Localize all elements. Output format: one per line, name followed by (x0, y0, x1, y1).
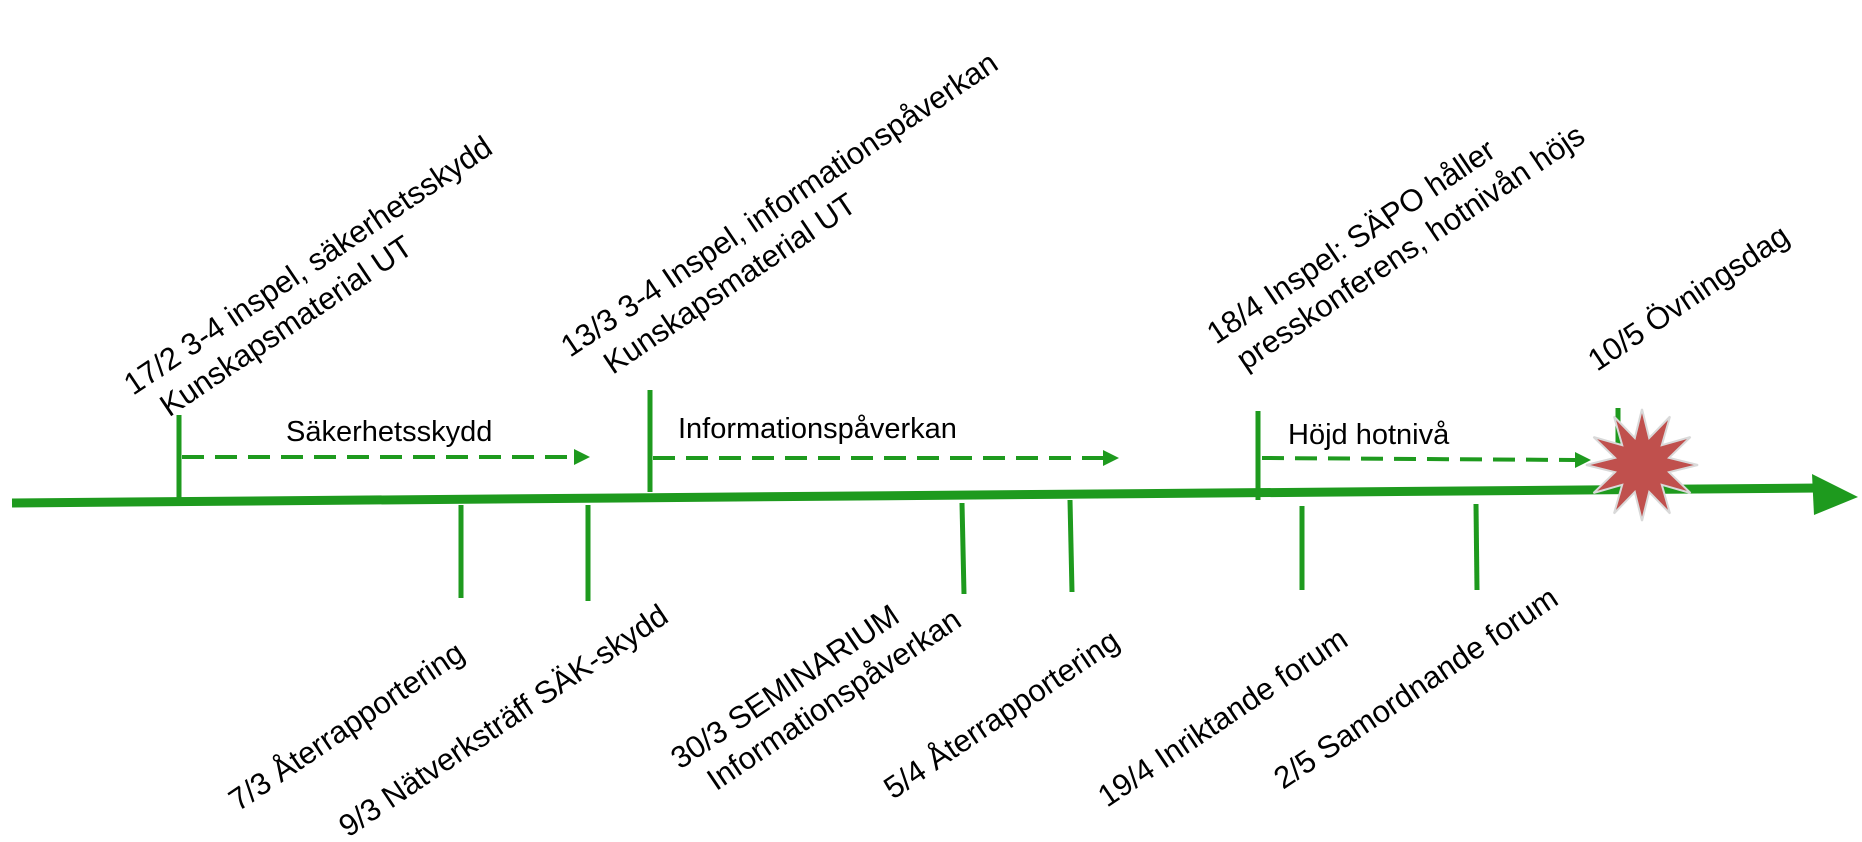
lower-tick-30-3 (959, 502, 967, 595)
phase-arrow-hojd-hotniva (1261, 456, 1576, 462)
phase-label-sakerhetsskydd: Säkerhetsskydd (286, 416, 492, 448)
event-label-2-5: 2/5 Samordnande forum (1267, 580, 1564, 796)
event-label-19-4: 19/4 Inriktande forum (1091, 621, 1353, 814)
phase-arrowhead-icon (1103, 450, 1119, 466)
event-label-13-3: 13/3 3-4 Inspel, informationspåverkan Ku… (554, 40, 1032, 395)
event-label-10-5-line-1: 10/5 Övningsdag (1581, 218, 1795, 378)
event-label-18-4-line-2: presskonferens, hotnivån höjs (1230, 117, 1591, 376)
event-label-10-5: 10/5 Övningsdag (1581, 218, 1795, 378)
phase-arrows (182, 455, 1576, 462)
event-label-18-4: 18/4 Inspel: SÄPO håller presskonferens,… (1200, 86, 1591, 382)
phase-label-hojd-hotniva: Höjd hotnivå (1288, 419, 1450, 451)
event-label-13-3-line-1: 13/3 3-4 Inspel, informationspåverkan (554, 45, 1004, 364)
phase-label-informationspaverkan: Informationspåverkan (678, 413, 957, 445)
lower-tick-2-5 (1473, 503, 1480, 591)
event-label-17-2-line-1: 17/2 3-4 inspel, säkerhetsskydd (117, 129, 498, 402)
main-timeline-axis (11, 474, 1858, 515)
event-label-7-3-line-1: 7/3 Återrapportering (222, 635, 470, 818)
event-label-7-3: 7/3 Återrapportering (222, 635, 470, 818)
phase-arrowheads (574, 449, 1591, 468)
phase-arrowhead-icon (1575, 452, 1591, 468)
event-label-17-2: 17/2 3-4 inspel, säkerhetsskydd Kunskaps… (117, 124, 526, 433)
lower-tick-5-4 (1067, 499, 1075, 593)
lower-event-ticks (458, 499, 1480, 601)
event-label-19-4-line-1: 19/4 Inriktande forum (1091, 621, 1353, 814)
exercise-day-burst-icon (1585, 408, 1699, 522)
timeline-arrowhead-icon (1812, 474, 1858, 515)
event-label-18-4-line-1: 18/4 Inspel: SÄPO håller (1200, 132, 1501, 351)
event-label-2-5-line-1: 2/5 Samordnande forum (1267, 580, 1564, 796)
phase-arrowhead-icon (574, 449, 590, 465)
